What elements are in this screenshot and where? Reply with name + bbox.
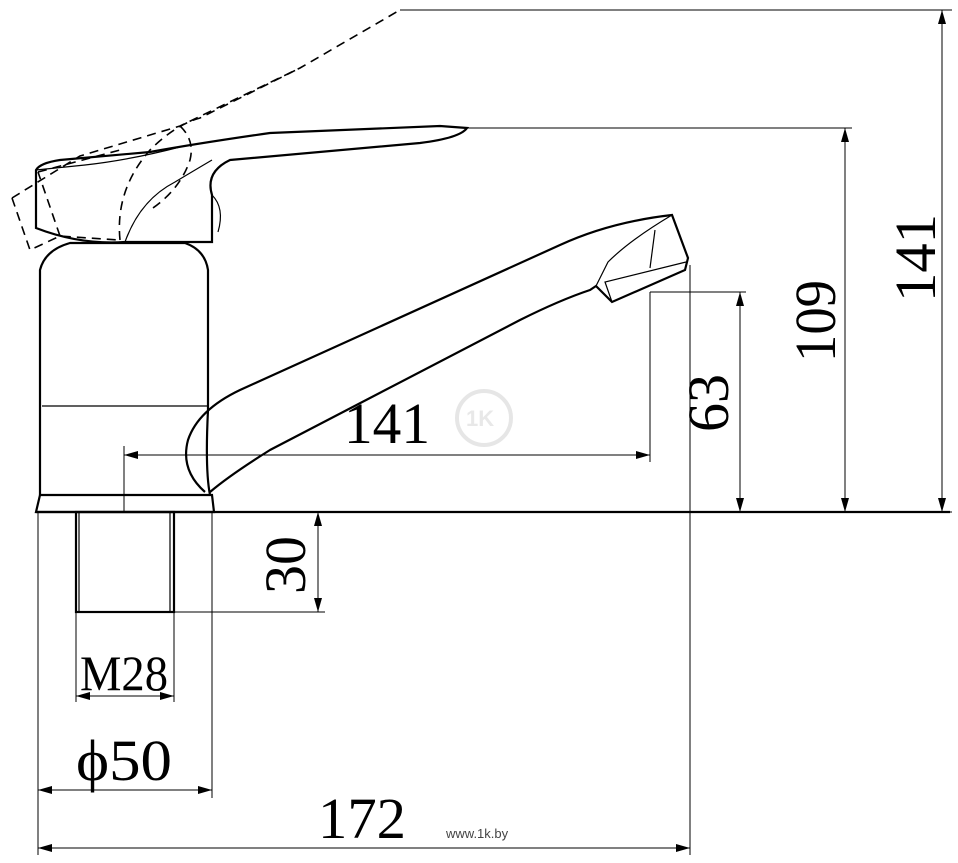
thread-stem: [74, 510, 176, 614]
dim-total-height: 141: [883, 214, 948, 302]
watermark-logo: 1K: [455, 389, 513, 447]
watermark-url: www.1k.by: [445, 826, 509, 841]
body-cylinder: [38, 241, 212, 496]
dim-spout-height: 63: [676, 374, 741, 432]
dim-total-length: 172: [318, 786, 406, 851]
dim-thread-length: 30: [253, 536, 318, 594]
dim-spout-reach: 141: [344, 391, 430, 456]
base-plate: [34, 493, 216, 514]
dim-handle-height: 109: [783, 280, 848, 362]
lever-handle: [34, 124, 470, 244]
dimension-lines: [37, 9, 952, 855]
svg-text:1K: 1K: [466, 406, 494, 431]
spout: [184, 213, 690, 493]
faucet-outline: [34, 124, 950, 614]
dim-base-diameter: ϕ50: [76, 728, 172, 793]
raised-handle-ghost: [11, 9, 401, 252]
dim-thread-size: M28: [80, 645, 168, 701]
